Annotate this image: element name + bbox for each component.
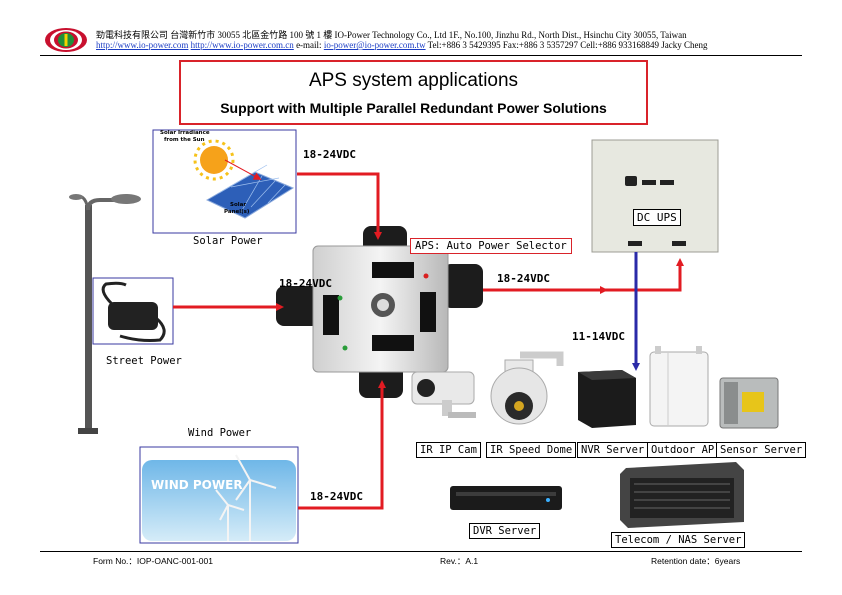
ir-ip-cam-illustration — [411, 371, 476, 418]
nvr-server-illustration — [578, 370, 636, 428]
dvr-server-illustration — [450, 486, 562, 510]
street-power-label: Street Power — [106, 355, 182, 367]
company-logo — [45, 28, 87, 52]
footer-revision: Rev.：A.1 — [440, 556, 479, 566]
website-link[interactable]: http://www.io-power.com — [96, 40, 189, 50]
solar-image-text-2: from the Sun — [164, 137, 205, 143]
dc-ups-label: DC UPS — [633, 209, 681, 226]
load-label-outdoor-ap: Outdoor AP — [647, 442, 719, 458]
street-voltage-label: 18-24VDC — [279, 277, 332, 290]
load-label-ir-speed-dome: IR Speed Dome — [486, 442, 577, 458]
header-contact-line: http://www.io-power.com http://www.io-po… — [96, 40, 708, 50]
load-label-dvr-server: DVR Server — [469, 523, 541, 539]
phone-info: Tel:+886 3 5429395 Fax:+886 3 5357297 Ce… — [427, 40, 708, 50]
solar-power-illustration — [152, 129, 297, 234]
wind-voltage-label: 18-24VDC — [310, 490, 363, 503]
wind-power-illustration — [139, 446, 299, 544]
footer-form-number: Form No.：IOP-OANC-001-001 — [93, 556, 213, 566]
email-label: e-mail: — [296, 40, 322, 50]
wind-to-aps-wire — [298, 380, 386, 510]
telecom-nas-server-illustration — [620, 462, 744, 528]
solar-voltage-label: 18-24VDC — [303, 148, 356, 161]
load-label-sensor-server: Sensor Server — [716, 442, 807, 458]
outdoor-ap-illustration — [649, 346, 709, 427]
load-label-telecom-nas-server: Telecom / NAS Server — [611, 532, 746, 548]
load-label-ir-ip-cam: IR IP Cam — [416, 442, 481, 458]
aps-device-illustration — [276, 226, 483, 398]
dc-ups-illustration — [591, 139, 719, 253]
title-box: APS system applications Support with Mul… — [179, 60, 648, 125]
street-lamp-illustration — [69, 194, 141, 434]
wind-banner-text: WIND POWER — [151, 478, 243, 492]
street-power-adapter-illustration — [92, 277, 174, 345]
solar-to-aps-wire — [297, 172, 382, 240]
solar-power-label: Solar Power — [193, 235, 263, 247]
solar-image-text-1: Solar Irradiance — [160, 130, 210, 136]
page-title: APS system applications — [308, 70, 519, 91]
solar-image-text-3: Solar — [230, 202, 246, 208]
page-subtitle: Support with Multiple Parallel Redundant… — [220, 100, 607, 116]
ups-output-voltage-label: 11-14VDC — [572, 330, 625, 343]
load-label-nvr-server: NVR Server — [577, 442, 649, 458]
website-cn-link[interactable]: http://www.io-power.com.cn — [190, 40, 294, 50]
footer-divider — [40, 551, 802, 552]
ir-speed-dome-illustration — [490, 351, 564, 425]
wind-power-label: Wind Power — [188, 427, 252, 439]
ups-feedback-wire — [604, 258, 684, 292]
footer-retention: Retention date：6years — [651, 556, 741, 566]
header-address: 勁電科技有限公司 台灣新竹市 30055 北區金竹路 100 號 1 樓 IO-… — [96, 30, 687, 40]
aps-label: APS: Auto Power Selector — [410, 238, 572, 254]
sensor-server-illustration — [719, 377, 779, 429]
email-link[interactable]: io-power@io-power.com.tw — [323, 40, 426, 50]
header-divider — [40, 55, 802, 56]
solar-image-text-4: Panel(s) — [224, 209, 250, 215]
aps-output-voltage-label: 18-24VDC — [497, 272, 550, 285]
